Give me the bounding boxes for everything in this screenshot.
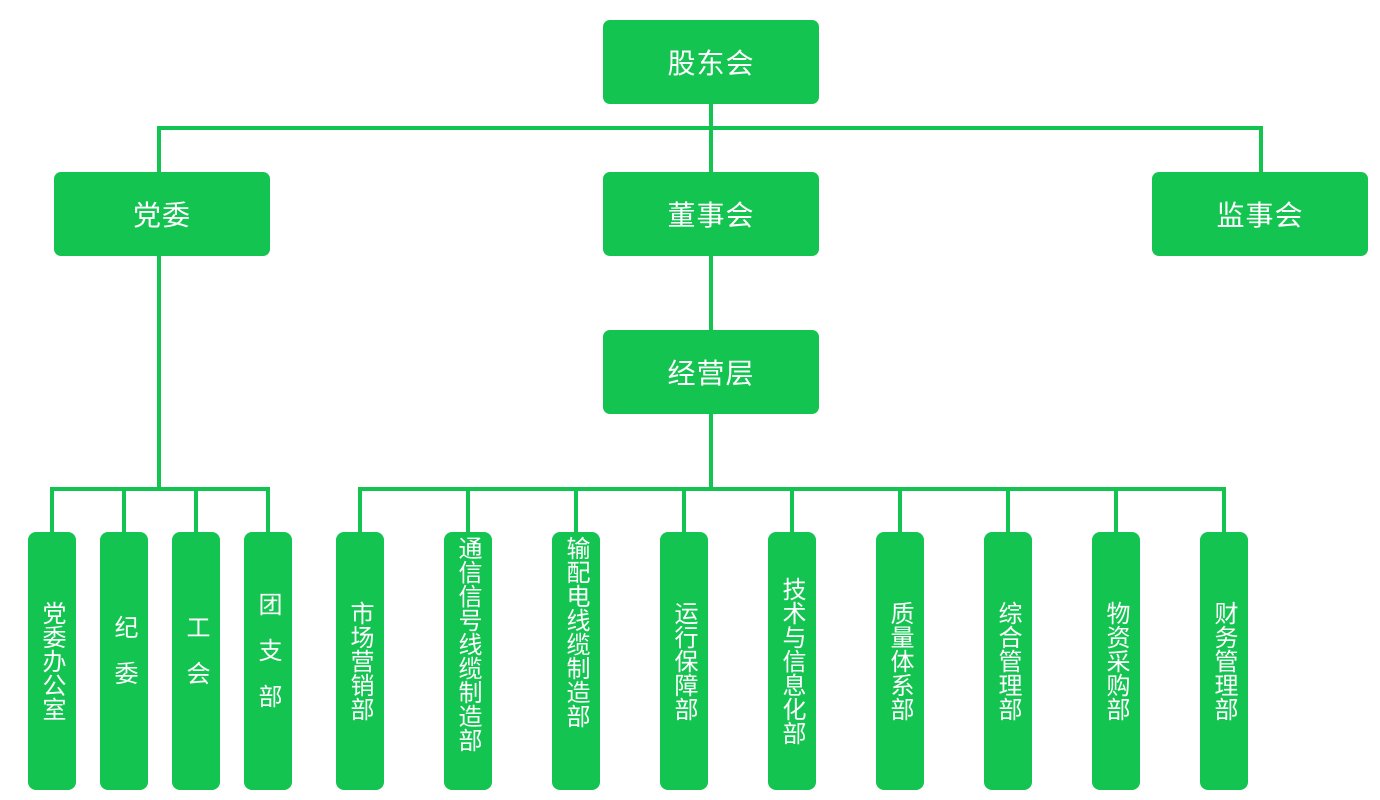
supervisory-board-box: 监事会: [1152, 172, 1368, 256]
board-of-directors-box: 董事会: [603, 172, 819, 256]
shareholders-meeting-box: 股东会: [603, 20, 819, 104]
party-unit-box: 党委办公室: [28, 532, 76, 790]
department-box: 财务管理部: [1200, 532, 1248, 790]
department-box: 通信信号线缆制造部: [444, 532, 492, 790]
department-box: 市场营销部: [336, 532, 384, 790]
department-box: 技术与信息化部: [768, 532, 816, 790]
department-box: 输配电线缆制造部: [552, 532, 600, 790]
party-unit-box: 纪委: [100, 532, 148, 790]
management-box: 经营层: [603, 330, 819, 414]
department-box: 物资采购部: [1092, 532, 1140, 790]
department-box: 综合管理部: [984, 532, 1032, 790]
party-unit-box: 工会: [172, 532, 220, 790]
department-box: 质量体系部: [876, 532, 924, 790]
department-box: 运行保障部: [660, 532, 708, 790]
party-committee-box: 党委: [54, 172, 270, 256]
party-unit-box: 团支部: [244, 532, 292, 790]
